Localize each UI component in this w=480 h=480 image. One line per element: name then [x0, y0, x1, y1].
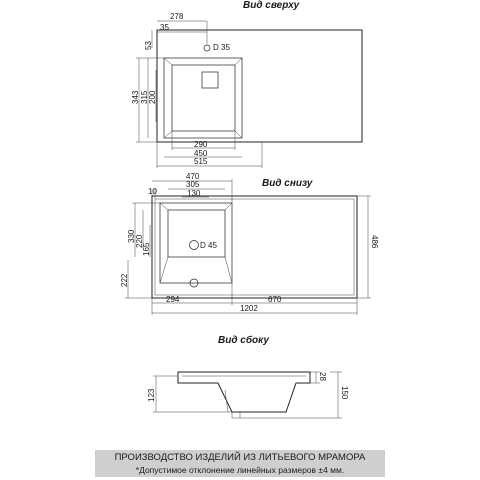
top-dim-53: 53: [144, 41, 153, 50]
side-view-title: Вид сбоку: [218, 334, 269, 346]
bottom-view-title: Вид снизу: [262, 178, 313, 189]
bottom-bowl-outer: [159, 202, 233, 284]
bottom-dim-130: 130: [187, 189, 201, 198]
top-dim-450: 450: [194, 149, 208, 158]
top-bowl-outer: [163, 57, 243, 139]
top-hole-label: D 35: [213, 43, 230, 52]
bottom-bowl-inner: [167, 209, 226, 258]
side-dim-123: 123: [147, 388, 156, 402]
bottom-dim-294: 294: [166, 295, 180, 304]
bottom-faucet-hole: [189, 278, 199, 288]
top-view-outline: [156, 29, 363, 143]
footer-note: ПРОИЗВОДСТВО ИЗДЕЛИЙ ИЗ ЛИТЬЕВОГО МРАМОР…: [95, 450, 385, 477]
top-dim-278: 278: [170, 12, 184, 21]
bottom-drain: [189, 240, 199, 250]
top-view-title: Вид сверху: [243, 0, 300, 11]
bottom-dim-220: 220: [135, 234, 144, 248]
bottom-dim-222: 222: [120, 273, 129, 287]
top-drain: [201, 71, 219, 89]
side-dim-150: 150: [340, 386, 349, 400]
top-bowl-inner: [171, 64, 236, 132]
top-dim-35: 35: [160, 23, 169, 32]
bottom-dim-470: 470: [186, 172, 200, 181]
bottom-dim-670: 670: [268, 295, 282, 304]
bottom-dim-330: 330: [127, 229, 136, 243]
side-dim-28: 28: [318, 372, 327, 381]
bottom-view: Вид снизу D 45 470 305 130 10 330 220 16…: [120, 172, 379, 315]
top-dim-200: 200: [148, 90, 157, 104]
bottom-dim-10: 10: [148, 187, 157, 196]
top-view: Вид сверху D 35 278 35 53 343 315 200: [131, 0, 363, 168]
side-profile: [177, 371, 311, 413]
bottom-dim-1202: 1202: [240, 304, 258, 313]
bottom-view-inner-edge: [154, 198, 355, 296]
top-dim-515: 515: [194, 157, 208, 166]
bottom-dim-305: 305: [186, 180, 200, 189]
top-faucet-hole: [203, 44, 211, 52]
footer-line-2: *Допустимое отклонение линейных размеров…: [135, 465, 345, 475]
top-dim-315: 315: [140, 90, 149, 104]
bottom-hole-label: D 45: [200, 241, 217, 250]
side-view: Вид сбоку 28 150 123: [147, 334, 349, 419]
bottom-dim-165: 165: [142, 242, 151, 256]
bottom-view-outline: [151, 195, 358, 299]
footer-line-1: ПРОИЗВОДСТВО ИЗДЕЛИЙ ИЗ ЛИТЬЕВОГО МРАМОР…: [114, 452, 366, 463]
top-dim-343: 343: [131, 90, 140, 104]
top-dim-290: 290: [194, 140, 208, 149]
bottom-dim-486: 486: [370, 235, 379, 249]
